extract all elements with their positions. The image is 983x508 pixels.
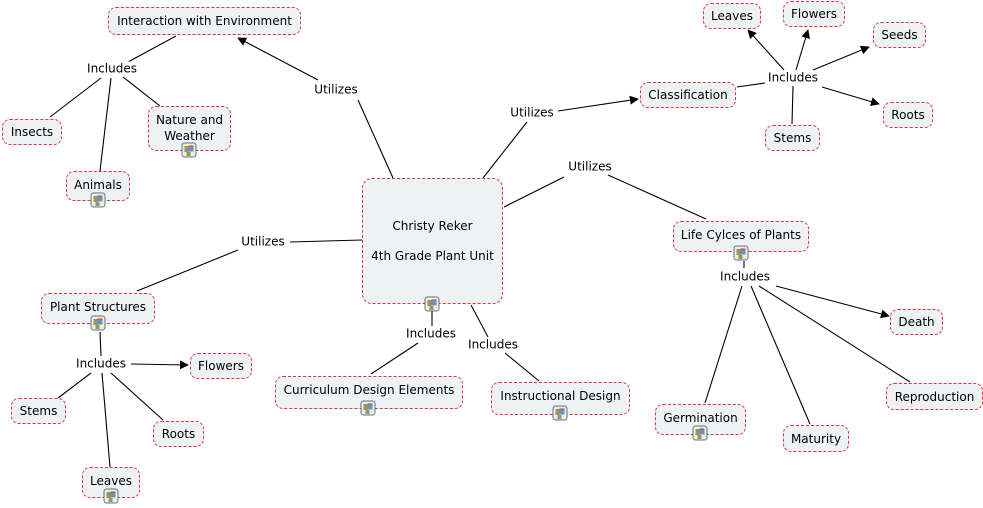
link-utilizes-classification <box>557 95 639 112</box>
link-includes-roots <box>821 86 880 106</box>
concept-cl-roots[interactable]: Roots <box>883 102 933 128</box>
concept-cl-seeds[interactable]: Seeds <box>873 22 926 48</box>
link-includes-animals <box>99 77 112 172</box>
concept-insects[interactable]: Insects <box>2 119 62 145</box>
linking-phrase-utilizes: Utilizes <box>508 105 556 121</box>
concept-label: Stems <box>773 131 812 145</box>
concept-label: Stems <box>19 404 58 418</box>
concept-label: Flowers <box>198 359 244 373</box>
linking-phrase-utilizes: Utilizes <box>239 234 287 250</box>
concept-label-line2: Weather <box>164 129 215 143</box>
concept-label: Reproduction <box>894 389 975 404</box>
concept-label-line1: Nature and <box>155 113 224 127</box>
concept-nature-and-weather[interactable]: Nature and Weather <box>148 106 231 151</box>
link-includes-nature <box>122 76 161 107</box>
linking-phrase-includes: Includes <box>766 70 820 86</box>
link-classification-includes <box>736 82 766 88</box>
link-center-utilizes-ps <box>289 239 363 243</box>
document-resource-icon[interactable] <box>692 425 708 441</box>
link-includes-instructional <box>504 352 540 382</box>
linking-phrase-includes: Includes <box>466 337 520 353</box>
concept-death[interactable]: Death <box>890 309 943 335</box>
concept-label: Leaves <box>90 474 132 488</box>
document-resource-icon[interactable] <box>90 315 106 331</box>
link-ps-includes-leaves <box>101 372 111 468</box>
link-center-utilizes <box>357 99 394 179</box>
concept-classification[interactable]: Classification <box>640 82 736 108</box>
link-lc-includes-maturity <box>750 285 811 425</box>
concept-interaction-with-environment[interactable]: Interaction with Environment <box>108 7 301 35</box>
link-structures-includes <box>99 331 102 357</box>
concept-label: Animals <box>74 178 122 192</box>
link-utilizes-interaction <box>237 37 319 81</box>
center-title-line2: 4th Grade Plant Unit <box>371 249 494 263</box>
linking-phrase-utilizes: Utilizes <box>566 159 614 175</box>
link-includes-flowers <box>795 29 810 71</box>
concept-cl-stems[interactable]: Stems <box>765 125 820 151</box>
link-includes-seeds <box>812 45 870 71</box>
link-center-utilizes-cl <box>482 121 528 179</box>
concept-label: Insects <box>10 125 54 139</box>
document-resource-icon[interactable] <box>424 296 440 312</box>
center-title-line1: Christy Reker <box>392 219 473 233</box>
concept-center[interactable]: Christy Reker 4th Grade Plant Unit <box>362 178 503 304</box>
concept-reproduction[interactable]: Reproduction <box>886 383 983 410</box>
concept-label: Death <box>898 315 935 329</box>
concept-ps-roots[interactable]: Roots <box>153 421 204 447</box>
concept-cl-leaves[interactable]: Leaves <box>703 3 761 29</box>
link-includes-insects <box>49 77 102 118</box>
link-lc-includes-germination <box>704 285 743 404</box>
concept-ps-stems[interactable]: Stems <box>11 398 66 424</box>
concept-label: Flowers <box>791 7 837 21</box>
link-center-utilizes-lc <box>503 176 565 208</box>
concept-label: Interaction with Environment <box>117 14 292 28</box>
concept-label: Instructional Design <box>500 389 621 403</box>
link-center-includes-instructional <box>470 304 489 338</box>
concept-germination[interactable]: Germination <box>655 404 746 435</box>
link-includes-leaves <box>747 29 785 71</box>
linking-phrase-includes: Includes <box>74 356 128 372</box>
concept-label: Germination <box>663 411 738 425</box>
concept-label: Curriculum Design Elements <box>283 383 455 397</box>
link-utilizes-lifecycles <box>607 174 707 220</box>
concept-label: Life Cylces of Plants <box>680 228 802 242</box>
document-resource-icon[interactable] <box>90 192 106 208</box>
link-utilizes-structures <box>136 249 239 292</box>
concept-label: Leaves <box>711 9 753 23</box>
concept-label: Maturity <box>790 431 842 446</box>
concept-maturity[interactable]: Maturity <box>783 425 849 452</box>
link-ps-includes-stems <box>57 372 92 399</box>
link-interaction-includes <box>127 35 177 63</box>
linking-phrase-includes: Includes <box>404 326 458 342</box>
document-resource-icon[interactable] <box>181 142 197 158</box>
concept-label: Classification <box>648 88 728 102</box>
link-ps-includes-roots <box>110 372 164 421</box>
concept-cl-flowers[interactable]: Flowers <box>783 1 845 27</box>
link-lc-includes-death <box>775 285 890 319</box>
document-resource-icon[interactable] <box>733 245 749 261</box>
concept-ps-flowers[interactable]: Flowers <box>190 353 252 379</box>
link-includes-stems <box>791 85 794 125</box>
concept-label: Seeds <box>881 28 918 42</box>
document-resource-icon[interactable] <box>360 400 376 416</box>
linking-phrase-utilizes: Utilizes <box>312 82 360 98</box>
linking-phrase-includes: Includes <box>85 61 139 77</box>
link-includes-curriculum <box>370 342 419 375</box>
concept-label: Roots <box>891 108 925 122</box>
document-resource-icon[interactable] <box>103 488 119 504</box>
concept-label: Roots <box>161 427 196 441</box>
link-ps-includes-flowers <box>130 360 189 370</box>
link-lc-includes-reproduction <box>758 285 911 383</box>
concept-label: Plant Structures <box>49 300 147 314</box>
concept-animals[interactable]: Animals <box>66 171 130 201</box>
linking-phrase-includes: Includes <box>718 269 772 285</box>
document-resource-icon[interactable] <box>552 405 568 421</box>
